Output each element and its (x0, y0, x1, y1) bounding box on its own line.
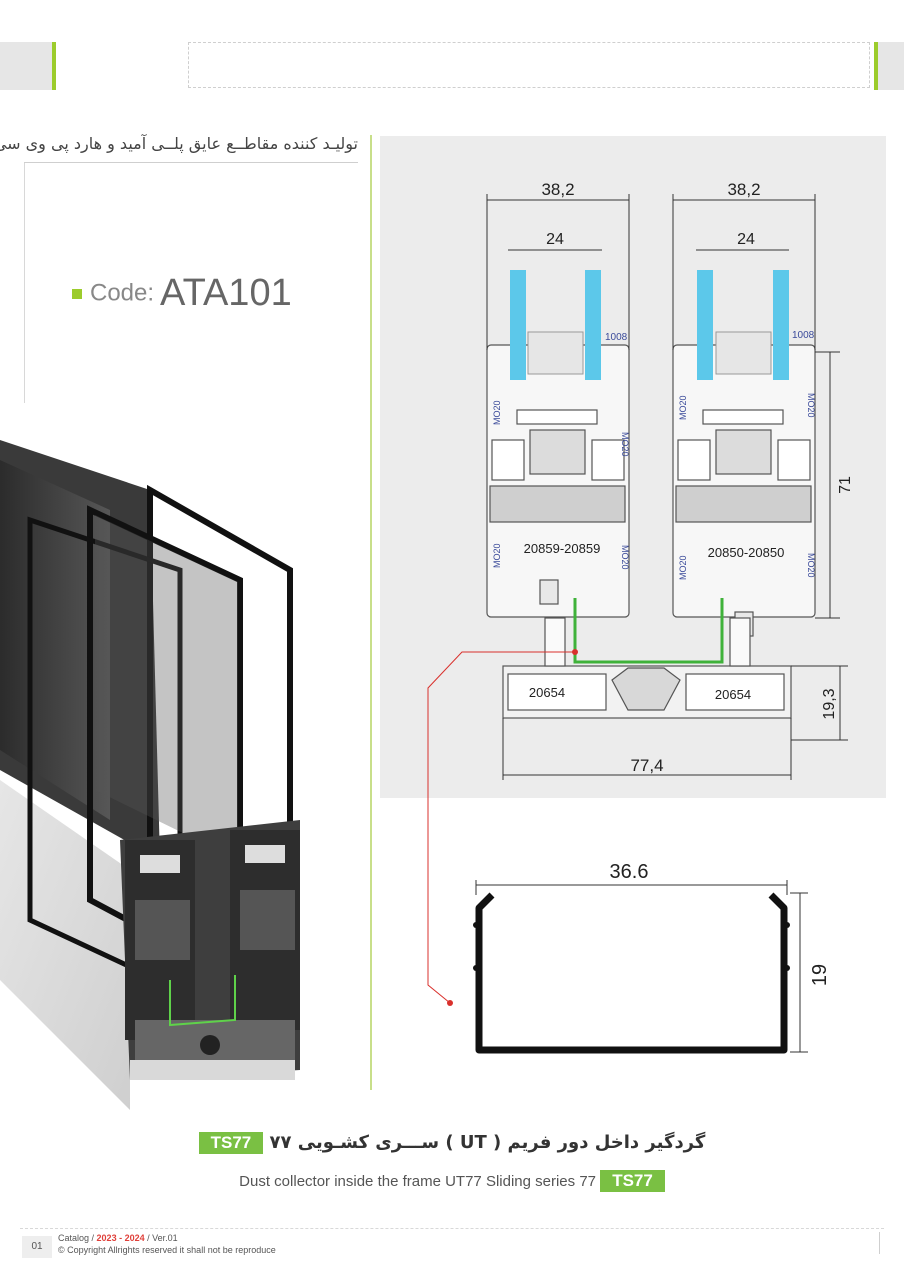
catalog-line: Catalog / 2023 - 2024 / Ver.01 (58, 1232, 276, 1244)
header-left-accent (52, 42, 56, 90)
center-divider (370, 135, 372, 1090)
footer-text: Catalog / 2023 - 2024 / Ver.01 © Copyrig… (58, 1232, 276, 1256)
catalog-label: Catalog / (58, 1233, 95, 1243)
gasket-left-code: 1008 (605, 332, 628, 343)
footer-end-mark (879, 1232, 880, 1254)
product-code: Code:ATA101 (72, 272, 292, 315)
dim-left-glass: 24 (546, 231, 564, 248)
catalog-version: / Ver.01 (147, 1233, 178, 1243)
glass-right-a (697, 270, 713, 380)
header-right-accent (874, 42, 878, 90)
collector-width: 36.6 (610, 861, 649, 883)
glass-left-b (585, 270, 601, 380)
mo20-label: MO20 (620, 545, 630, 570)
mo20-label: MO20 (806, 553, 816, 578)
dust-collector-section (573, 598, 724, 664)
spacer-right (715, 331, 772, 375)
glass-right-b (773, 270, 789, 380)
code-label: Code: (90, 279, 155, 307)
dim-frame-width: 77,4 (630, 756, 663, 775)
tagline-rule (24, 162, 358, 163)
frame-right-code: 20654 (715, 687, 751, 702)
mo20-label: MO20 (492, 543, 502, 568)
dim-frame-height: 19,3 (821, 688, 838, 719)
leader-dot (572, 649, 578, 655)
series-badge: TS77 (600, 1170, 665, 1192)
collector-height: 19 (809, 964, 831, 986)
page-number: 01 (22, 1236, 52, 1258)
sash-right-code: 20850-20850 (708, 545, 785, 560)
caption-fa-text: گردگیر داخل دور فریم ( UT ) ســـری کشـوی… (269, 1132, 706, 1153)
caption-en: Dust collector inside the frame UT77 Sli… (0, 1170, 904, 1192)
copyright: © Copyright Allrights reserved it shall … (58, 1245, 276, 1255)
company-tagline: تولیـد کننده مقاطــع عایق پلــی آمید و ه… (0, 134, 358, 153)
mo20-label: MO20 (678, 395, 688, 420)
mo20-label: MO20 (678, 555, 688, 580)
bottom-frame (502, 617, 792, 719)
section-drawing: 38,2 38,2 24 24 1008 1008 MO20 MO20 MO20… (427, 180, 854, 1054)
leader-dot (447, 1000, 453, 1006)
left-vertical-rule (24, 163, 25, 403)
code-value: ATA101 (160, 272, 292, 314)
profile-3d-render (0, 440, 300, 1110)
header-left-bar (0, 42, 52, 90)
dim-left-width: 38,2 (541, 180, 574, 199)
right-sash (672, 344, 816, 637)
leader-line (427, 651, 575, 1004)
header-right-bar (878, 42, 904, 90)
gasket-right-code: 1008 (792, 330, 815, 341)
sash-left-code: 20859-20859 (524, 541, 601, 556)
dim-right-width: 38,2 (727, 180, 760, 199)
mo20-label: MO20 (492, 400, 502, 425)
glass-left-a (510, 270, 526, 380)
spacer-left (527, 331, 584, 375)
dust-collector-profile (473, 892, 790, 1054)
dim-sash-height: 71 (837, 476, 854, 494)
left-sash (486, 344, 630, 618)
bullet-icon (72, 288, 82, 299)
mo20-label: MO20 (620, 432, 630, 457)
dim-right-glass: 24 (737, 231, 755, 248)
footer-rule (20, 1228, 884, 1229)
caption-fa: گردگیر داخل دور فریم ( UT ) ســـری کشـوی… (0, 1132, 904, 1154)
series-badge: TS77 (198, 1132, 264, 1154)
catalog-years: 2023 - 2024 (96, 1233, 145, 1243)
mo20-label: MO20 (806, 393, 816, 418)
header-box (188, 42, 870, 88)
frame-left-code: 20654 (529, 685, 565, 700)
caption-en-text: Dust collector inside the frame UT77 Sli… (239, 1173, 597, 1190)
